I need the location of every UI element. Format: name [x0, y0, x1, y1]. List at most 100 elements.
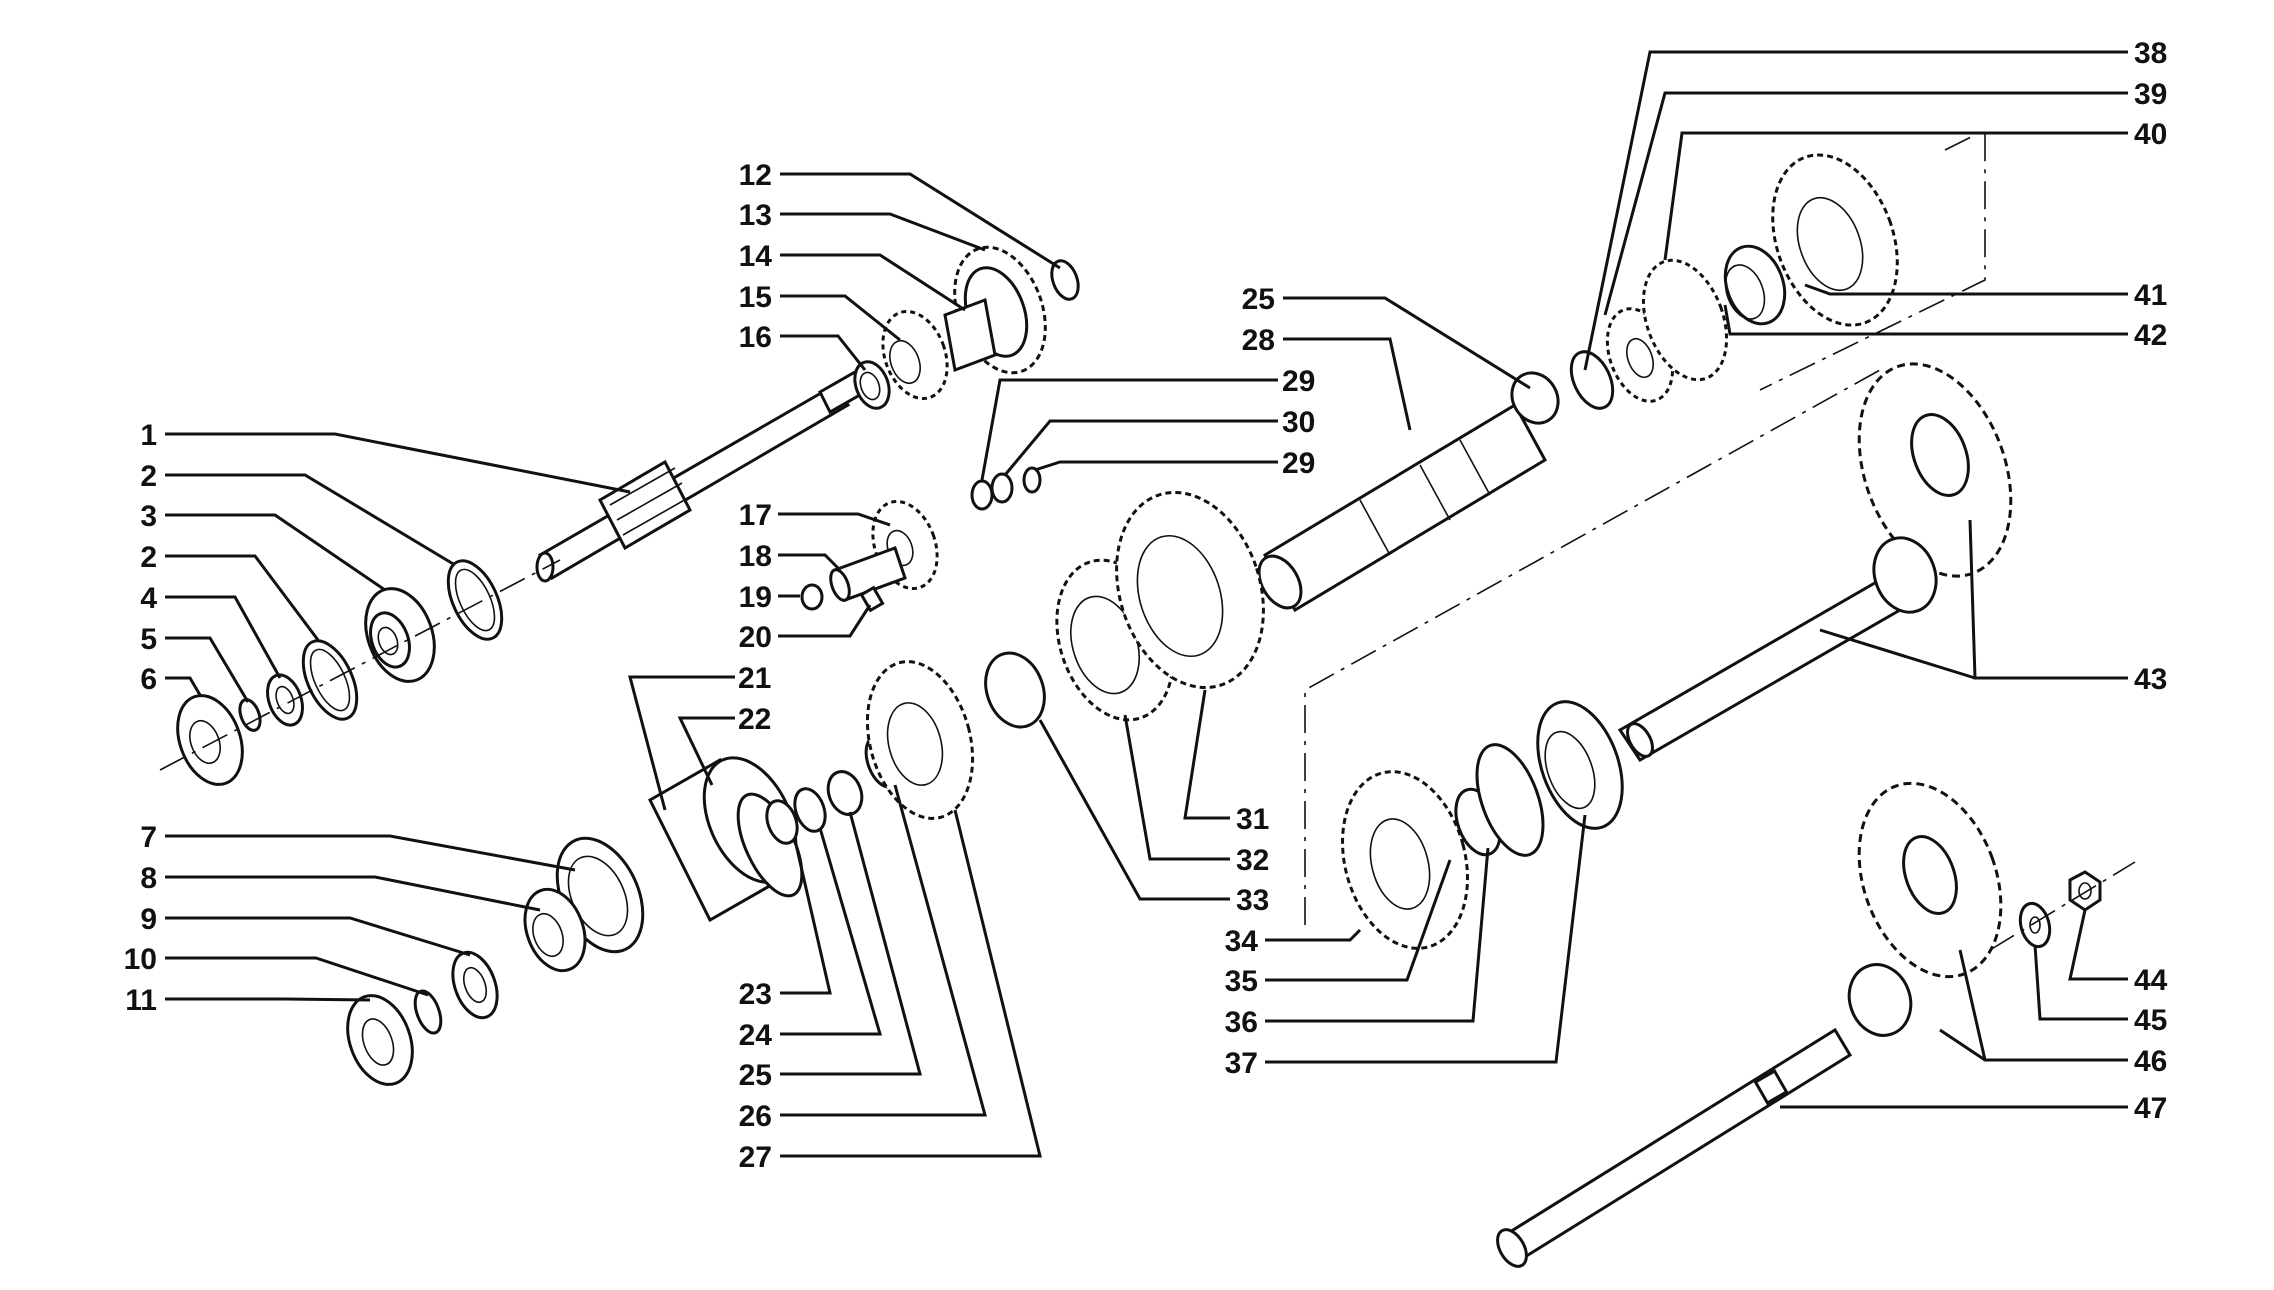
callout-42: 42 — [2134, 319, 2167, 352]
part-drawings — [159, 128, 2136, 1268]
callout-13: 13 — [739, 199, 772, 232]
circlip-38 — [1569, 350, 1615, 410]
leader-23 — [780, 839, 832, 995]
ring-23 — [765, 799, 799, 845]
callout-5: 5 — [140, 623, 157, 656]
callout-25: 25 — [739, 1059, 772, 1092]
circlip-2a — [446, 559, 504, 641]
bushing-42 — [1723, 244, 1787, 326]
callout-38: 38 — [2134, 37, 2167, 70]
callout-40: 40 — [2134, 118, 2167, 151]
callout-22: 22 — [738, 703, 771, 736]
leader-33 — [1038, 719, 1230, 901]
input-shaft — [535, 369, 867, 583]
bevel-gear-pair-43 — [1617, 362, 2013, 763]
callout-14: 14 — [739, 240, 773, 273]
leader-16 — [780, 334, 867, 371]
leader-11 — [165, 997, 371, 1002]
washer-45 — [2018, 901, 2052, 949]
leader-29b — [1034, 460, 1278, 472]
bearing-cup-16 — [853, 360, 891, 410]
ring-36 — [1475, 743, 1545, 857]
callout-28: 28 — [1242, 324, 1275, 357]
callout-45: 45 — [2134, 1004, 2167, 1037]
callout-43: 43 — [2134, 663, 2167, 696]
washer-19 — [800, 583, 824, 611]
leader-43b — [1819, 628, 1976, 680]
callout-17: 17 — [739, 499, 772, 532]
leader-32 — [1123, 714, 1230, 861]
leader-36 — [1265, 847, 1490, 1023]
callout-44: 44 — [2134, 964, 2168, 997]
leader-27 — [780, 809, 1042, 1158]
leader-39 — [1603, 91, 2128, 316]
callout-8: 8 — [140, 862, 157, 895]
circlip-12 — [1050, 259, 1080, 301]
leader-6 — [165, 676, 202, 696]
leader-30 — [1003, 419, 1278, 476]
leader-41 — [1804, 283, 2128, 296]
callout-15: 15 — [739, 281, 772, 314]
bushing-14 — [943, 297, 997, 373]
leader-2b — [165, 554, 320, 641]
leader-24 — [780, 827, 882, 1036]
leader-20 — [778, 604, 872, 638]
callout-2: 2 — [140, 541, 157, 574]
reverse-shaft-18 — [829, 546, 907, 602]
leader-8 — [165, 875, 541, 912]
gear-34 — [1341, 770, 1469, 950]
leader-12 — [780, 172, 1061, 270]
leader-9 — [165, 916, 471, 957]
callout-12: 12 — [739, 159, 772, 192]
callout-23: 23 — [739, 978, 772, 1011]
spacer-ring-4 — [266, 673, 304, 727]
grub-screw-20 — [859, 585, 885, 613]
callout-16: 16 — [739, 321, 772, 354]
gear-31 — [1115, 490, 1265, 690]
leader-14 — [780, 253, 966, 312]
callout-7: 7 — [140, 821, 157, 854]
callout-33: 33 — [1236, 884, 1269, 917]
callout-29: 29 — [1282, 447, 1315, 480]
leader-46b — [1939, 1028, 1986, 1062]
rings-29-30 — [970, 466, 1042, 511]
leader-4 — [165, 595, 282, 679]
callout-25: 25 — [1242, 283, 1275, 316]
leader-10 — [165, 956, 429, 997]
leader-28 — [1283, 337, 1412, 431]
leader-35 — [1265, 859, 1452, 982]
leader-37 — [1265, 814, 1587, 1064]
leader-26 — [780, 784, 987, 1117]
leader-34 — [1265, 928, 1362, 942]
callout-30: 30 — [1282, 406, 1315, 439]
callout-labels: 1 2 3 2 4 5 6 7 8 9 10 11 12 13 14 15 16… — [124, 37, 2168, 1174]
callout-47: 47 — [2134, 1092, 2167, 1125]
bevel-gear-pair-46 — [1847, 781, 2003, 1037]
leader-45 — [2033, 944, 2128, 1021]
callout-19: 19 — [739, 581, 772, 614]
leader-25a — [780, 811, 922, 1076]
gear-27 — [865, 660, 975, 820]
bearing-37 — [1536, 700, 1624, 830]
leader-46 — [1958, 949, 2128, 1062]
nut-44 — [2068, 870, 2102, 912]
callout-4: 4 — [140, 582, 157, 615]
callout-11: 11 — [125, 984, 157, 1017]
leader-44 — [2068, 909, 2128, 981]
callout-3: 3 — [140, 500, 157, 533]
leader-3 — [165, 513, 386, 592]
leader-22 — [677, 716, 735, 786]
leader-7 — [165, 834, 576, 872]
callout-34: 34 — [1225, 925, 1259, 958]
callout-6: 6 — [140, 663, 157, 696]
callout-24: 24 — [739, 1019, 773, 1052]
ring-24 — [793, 787, 827, 833]
gear-40 — [1641, 258, 1729, 382]
leader-2a — [165, 473, 456, 567]
callout-18: 18 — [739, 540, 772, 573]
leader-18 — [778, 553, 842, 572]
callout-36: 36 — [1225, 1006, 1258, 1039]
double-gear-15 — [881, 309, 949, 401]
callout-26: 26 — [739, 1100, 772, 1133]
